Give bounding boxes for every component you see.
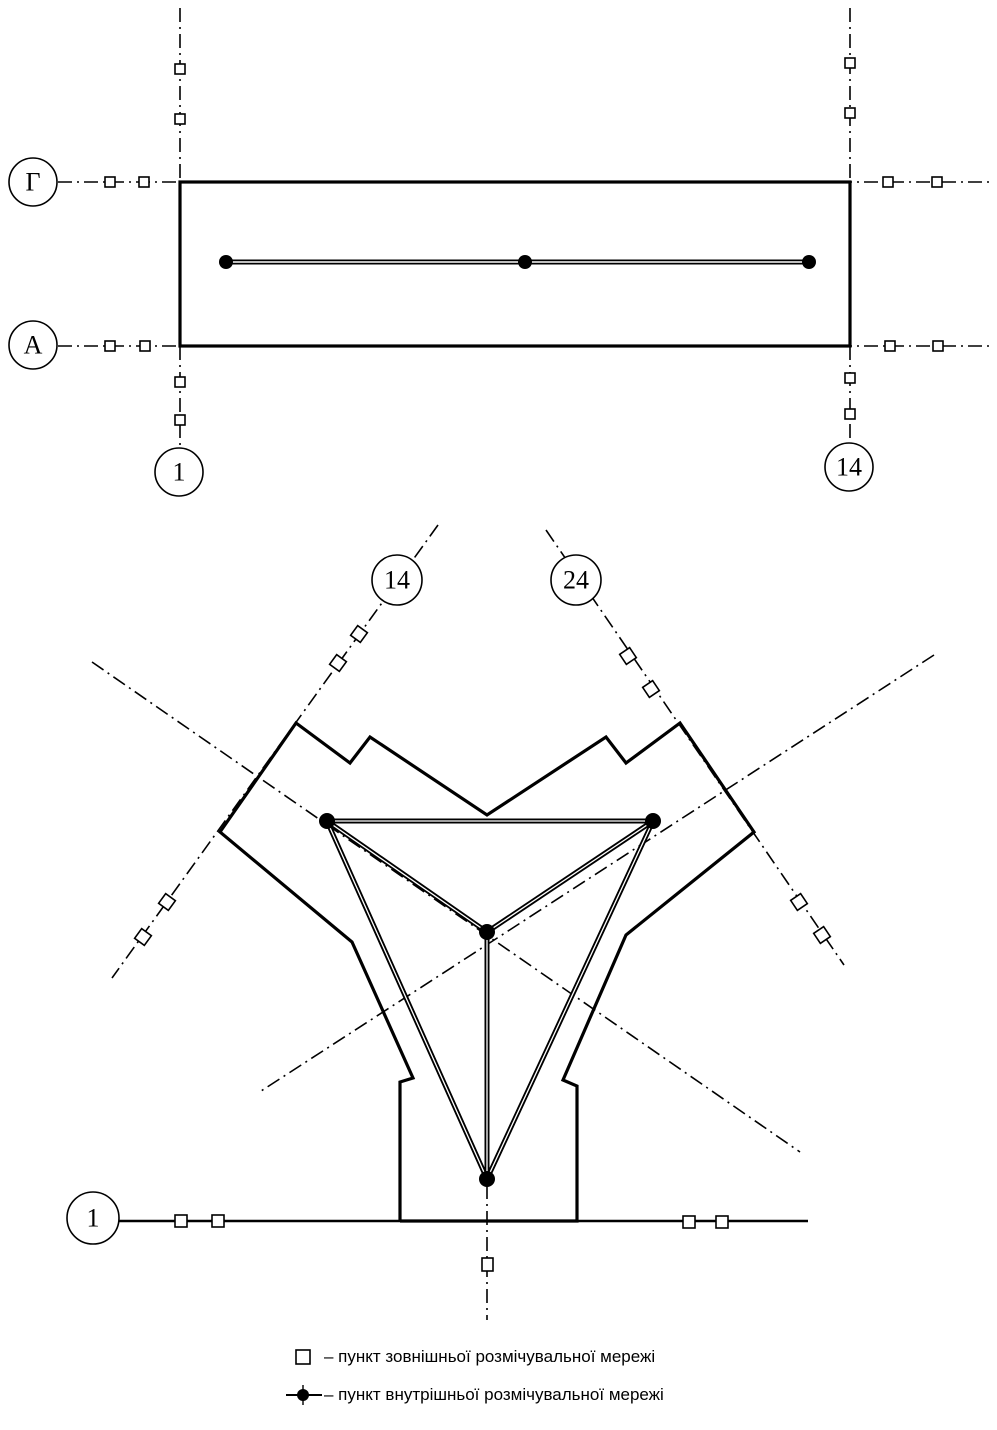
axis-bubble-14 xyxy=(371,554,423,606)
bottom-plan: 14 24 1 xyxy=(66,524,935,1320)
diagonal-axis-line xyxy=(91,661,801,1153)
external-point xyxy=(328,653,348,673)
external-point xyxy=(481,1257,494,1272)
external-point xyxy=(812,925,832,945)
external-point xyxy=(211,1214,225,1228)
axis-label-1: 1 xyxy=(87,1204,100,1233)
axis-label-g: Г xyxy=(25,168,40,197)
external-point xyxy=(931,176,943,188)
axis-label-14: 14 xyxy=(836,453,862,482)
external-point xyxy=(138,176,150,188)
external-point xyxy=(789,892,809,912)
internal-network-line-core xyxy=(486,820,654,933)
internal-point xyxy=(802,255,816,269)
external-point xyxy=(618,646,638,666)
internal-point-icon xyxy=(284,1384,324,1406)
internal-network-triangle-core xyxy=(326,820,654,1180)
external-point xyxy=(133,927,153,947)
legend-internal-label: – пункт внутрішньої розмічувальної мереж… xyxy=(324,1385,664,1404)
internal-point xyxy=(479,924,495,940)
external-point xyxy=(884,340,896,352)
external-point xyxy=(174,376,186,388)
external-point xyxy=(882,176,894,188)
axis-label-1: 1 xyxy=(173,458,186,487)
axis-bubble-1 xyxy=(66,1191,120,1245)
external-point xyxy=(174,63,186,75)
internal-point xyxy=(319,813,335,829)
internal-network-triangle xyxy=(324,818,656,1182)
external-point xyxy=(682,1215,696,1229)
external-point xyxy=(844,107,856,119)
external-point-icon xyxy=(284,1346,324,1368)
external-point xyxy=(641,679,661,699)
legend-external-label: – пункт зовнішньої розмічувальної мережі xyxy=(324,1347,656,1366)
external-point xyxy=(174,414,186,426)
external-point xyxy=(139,340,151,352)
axis-bubble-g xyxy=(8,157,58,207)
axis-bubble-14 xyxy=(824,442,874,492)
legend-external: – пункт зовнішньої розмічувальної мережі xyxy=(284,1346,655,1368)
axis-label-14: 14 xyxy=(384,566,410,595)
external-point xyxy=(174,1214,188,1228)
top-plan: Г А 1 14 xyxy=(8,8,992,497)
axis-label-24: 24 xyxy=(563,566,589,595)
internal-point xyxy=(645,813,661,829)
building-outline-y xyxy=(217,720,757,1223)
external-point xyxy=(174,113,186,125)
diagonal-axis-line xyxy=(257,654,935,1094)
internal-point xyxy=(518,255,532,269)
legend-internal: – пункт внутрішньої розмічувальної мереж… xyxy=(284,1384,664,1406)
external-point xyxy=(844,372,856,384)
axis-label-a: А xyxy=(24,331,43,360)
internal-network-line-core xyxy=(326,820,488,933)
external-point xyxy=(157,892,177,912)
external-point xyxy=(104,176,116,188)
axis-bubble-a xyxy=(8,320,58,370)
external-point xyxy=(932,340,944,352)
internal-point xyxy=(479,1171,495,1187)
internal-point xyxy=(219,255,233,269)
external-point xyxy=(844,57,856,69)
external-point xyxy=(844,408,856,420)
building-outline-rect xyxy=(178,180,852,348)
axis-bubble-1 xyxy=(154,447,204,497)
external-point xyxy=(104,340,116,352)
external-point xyxy=(349,624,369,644)
axis-bubble-24 xyxy=(550,554,602,606)
external-point xyxy=(715,1215,729,1229)
